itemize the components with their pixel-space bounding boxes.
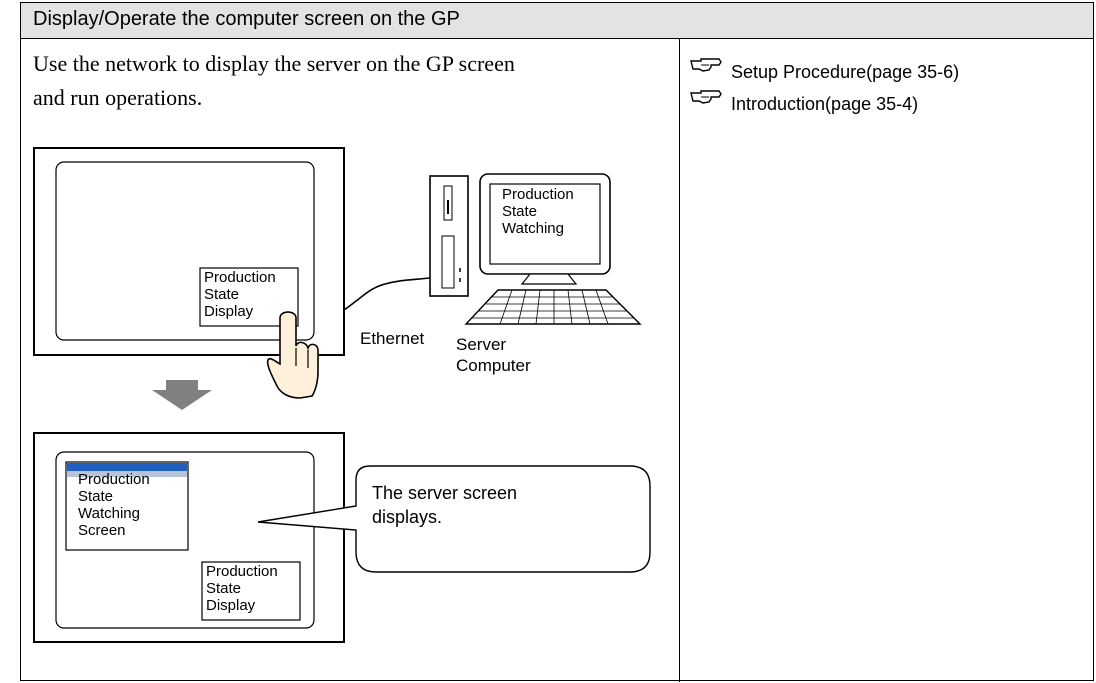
description-line-1: Use the network to display the server on… bbox=[33, 51, 515, 76]
description: Use the network to display the server on… bbox=[33, 47, 673, 115]
reference-label: Introduction(page 35-4) bbox=[731, 94, 919, 114]
section-title: Display/Operate the computer screen on t… bbox=[33, 8, 460, 30]
reference-link-setup-procedure[interactable]: Setup Procedure(page 35-6) bbox=[689, 51, 1089, 83]
pointing-hand-icon bbox=[690, 90, 722, 104]
reference-links: Setup Procedure(page 35-6) Introduction(… bbox=[689, 51, 1089, 115]
pointing-hand-icon bbox=[690, 58, 722, 72]
document-table: Display/Operate the computer screen on t… bbox=[20, 2, 1094, 682]
reference-label: Setup Procedure(page 35-6) bbox=[731, 62, 960, 82]
section-header: Display/Operate the computer screen on t… bbox=[21, 3, 1093, 39]
description-line-2: and run operations. bbox=[33, 85, 203, 110]
column-divider bbox=[679, 39, 680, 682]
reference-link-introduction[interactable]: Introduction(page 35-4) bbox=[689, 83, 1089, 115]
